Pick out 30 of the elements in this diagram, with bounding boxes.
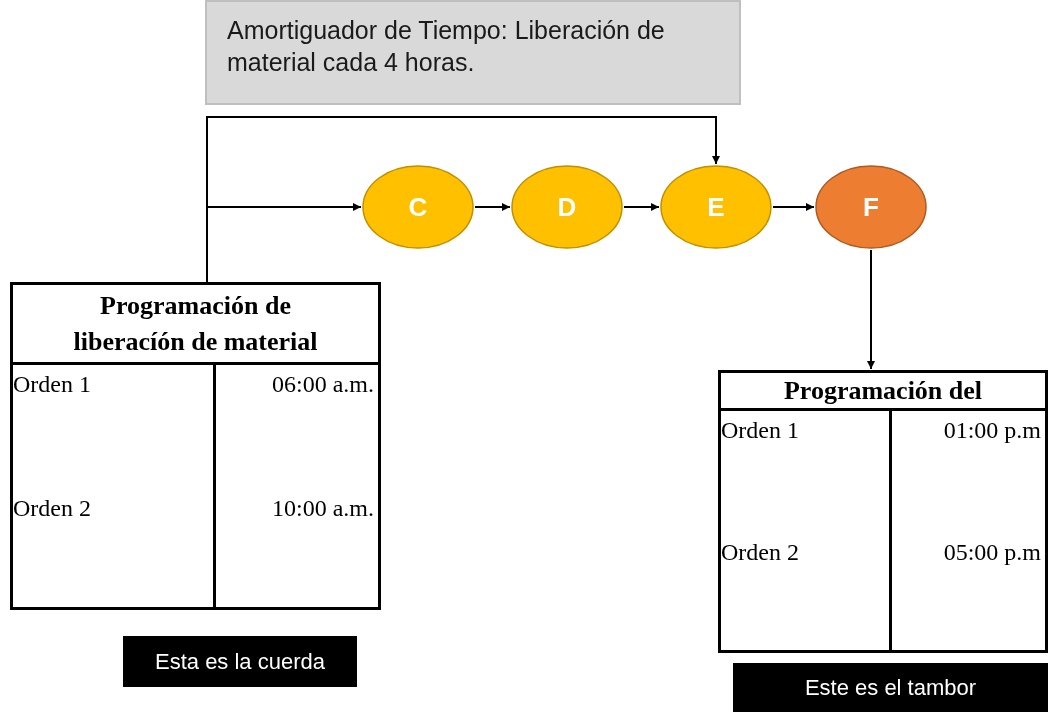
- caption-text: Este es el tambor: [804, 674, 977, 702]
- order-name: Orden 1: [13, 371, 91, 397]
- order-name: Orden 2: [13, 495, 91, 521]
- process-ellipse: [511, 165, 623, 249]
- table-header: Programación del: [782, 374, 984, 407]
- caption-box: [123, 636, 357, 687]
- schedule-table: [10, 282, 381, 610]
- caption-text: Esta es la cuerda: [155, 648, 325, 676]
- arrow: [867, 249, 875, 370]
- release-time: 05:00 p.m: [943, 538, 1041, 567]
- arrow: [474, 203, 511, 211]
- order-name: Orden 1: [721, 417, 799, 443]
- arrow: [772, 203, 815, 211]
- order-name: Orden 2: [721, 539, 799, 565]
- process-ellipse: [362, 165, 474, 249]
- release-time: 01:00 p.m: [943, 416, 1041, 445]
- release-time: 10:00 a.m.: [272, 494, 374, 523]
- process-ellipse: [660, 165, 772, 249]
- arrow: [623, 203, 660, 211]
- note-box: [205, 0, 741, 105]
- note-text: Amortiguador de Tiempo: Liberación de material cada 4 horas.: [227, 15, 666, 78]
- process-ellipse: [815, 165, 927, 249]
- schedule-table: [718, 370, 1048, 653]
- step-label: C: [408, 190, 428, 224]
- step-label: D: [557, 190, 577, 224]
- caption-box: [733, 663, 1048, 712]
- step-label: F: [863, 190, 879, 224]
- step-label: E: [707, 190, 725, 224]
- release-time: 06:00 a.m.: [272, 370, 374, 399]
- table-header: Programación de liberacíón de material: [72, 289, 319, 358]
